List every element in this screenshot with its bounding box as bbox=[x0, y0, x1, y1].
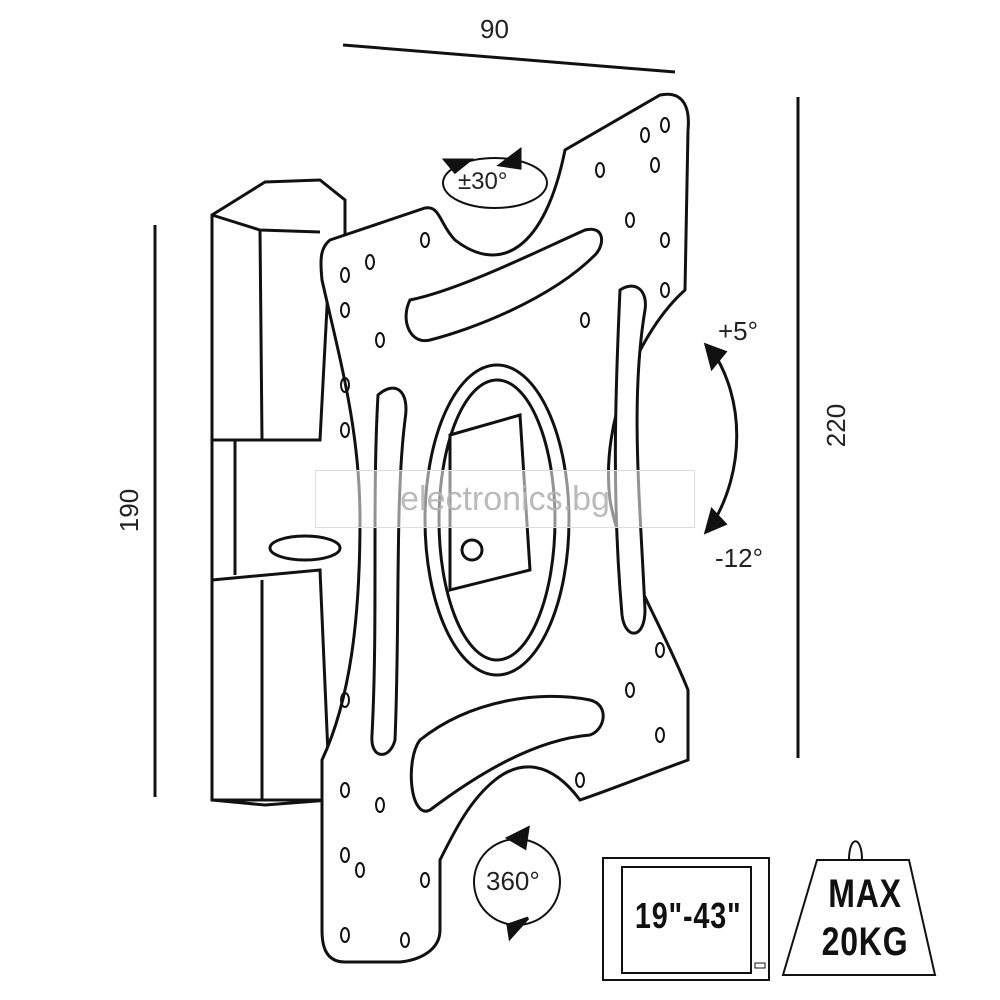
tilt-up-label: +5° bbox=[718, 316, 759, 346]
tilt-down-label: -12° bbox=[715, 543, 763, 573]
tilt-arrow-icon bbox=[710, 349, 739, 526]
rotation-label: 360° bbox=[486, 866, 540, 896]
depth-label: 190 bbox=[114, 488, 145, 533]
tv-size-icon bbox=[602, 857, 770, 981]
height-label: 220 bbox=[821, 403, 852, 448]
width-label: 90 bbox=[480, 14, 509, 44]
swivel-arrow-icon bbox=[442, 157, 548, 209]
weight-icon bbox=[781, 859, 937, 976]
screen-size-label: 19"-43" bbox=[634, 895, 742, 936]
max-label: MAX bbox=[828, 872, 902, 916]
width-dimension-line bbox=[342, 43, 676, 74]
watermark: electronics.bg bbox=[315, 470, 695, 528]
load-label: 20KG bbox=[821, 920, 909, 964]
swivel-angle-label: ±30° bbox=[458, 168, 508, 195]
mounting-holes bbox=[340, 117, 670, 948]
